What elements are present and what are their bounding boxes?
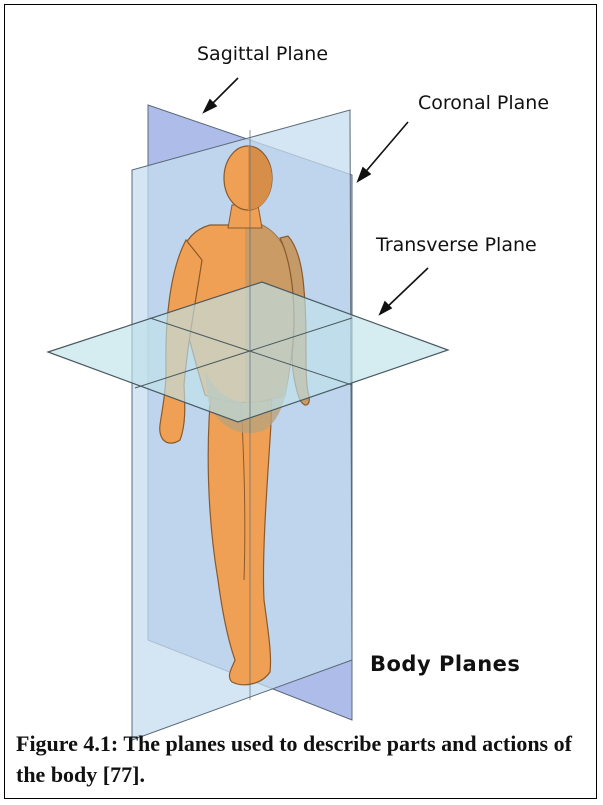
coronal-plane-label: Coronal Plane [418, 92, 549, 114]
figure-caption: Figure 4.1: The planes used to describe … [16, 728, 596, 790]
transverse-plane-label: Transverse Plane [376, 234, 537, 256]
diagram-title: Body Planes [370, 652, 520, 676]
coronal-arrow [358, 122, 408, 181]
sagittal-arrow [204, 78, 238, 112]
sagittal-plane-label: Sagittal Plane [197, 43, 328, 65]
transverse-arrow [380, 268, 428, 314]
